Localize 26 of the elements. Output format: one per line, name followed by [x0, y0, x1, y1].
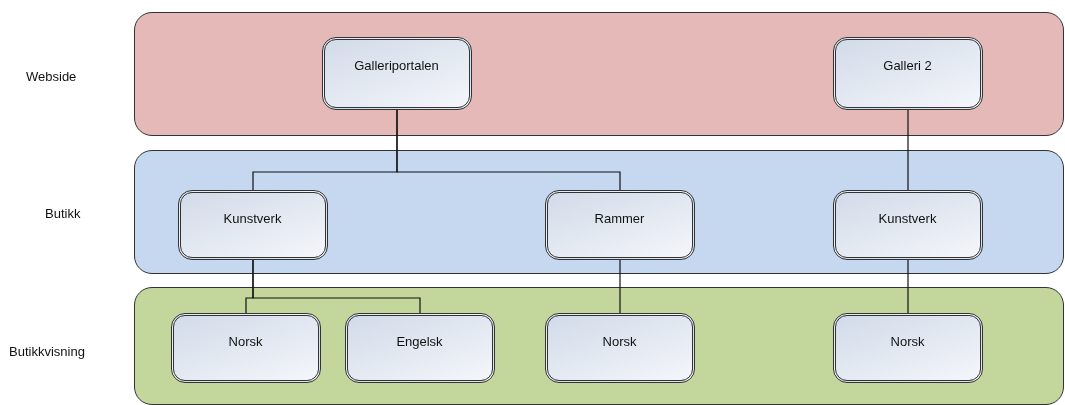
box-label: Kunstverk — [222, 210, 283, 226]
connector-line — [907, 109, 909, 191]
box-label: Engelsk — [395, 333, 444, 349]
rounded-box — [321, 36, 472, 110]
row-label: Butikkvisning — [9, 344, 85, 359]
rounded-box — [544, 312, 695, 383]
rounded-box — [344, 312, 495, 383]
rounded-box — [177, 189, 328, 260]
connector-line — [619, 259, 621, 314]
box-label: Norsk — [227, 333, 264, 349]
box-label: Norsk — [601, 333, 638, 349]
box-label: Kunstverk — [877, 210, 938, 226]
box-label: Galleriportalen — [353, 57, 440, 73]
rounded-box — [170, 312, 321, 383]
row-label: Webside — [26, 69, 77, 84]
connector-line — [907, 259, 909, 314]
box-label: Rammer — [593, 210, 646, 226]
connector-line — [396, 109, 621, 191]
row-label: Butikk — [45, 206, 81, 221]
connector-line — [252, 259, 421, 314]
box-label: Galleri 2 — [882, 57, 933, 73]
rounded-box — [832, 312, 983, 383]
rounded-box — [832, 36, 983, 110]
box-label: Norsk — [889, 333, 926, 349]
rounded-box — [832, 189, 983, 260]
rounded-box — [544, 189, 695, 260]
